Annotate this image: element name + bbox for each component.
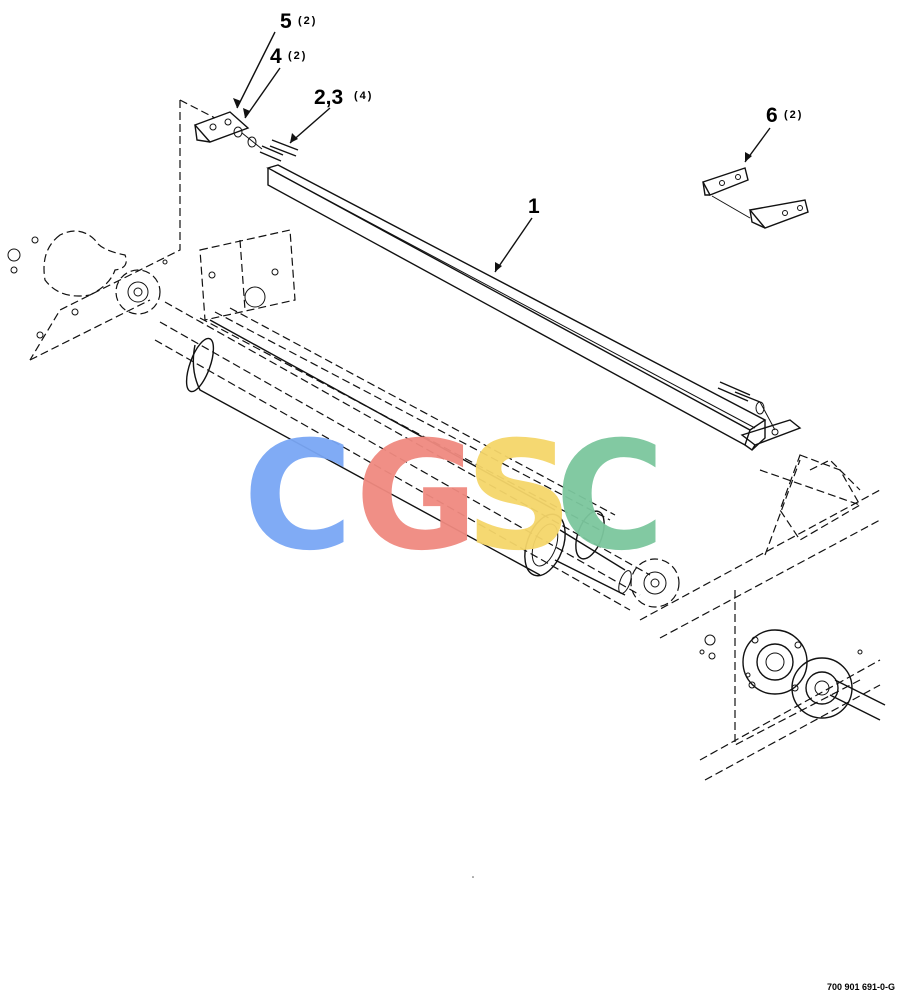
drawing-code: 700 901 691-0-G: [827, 982, 895, 992]
roller-drum: [185, 319, 566, 577]
left-end-bracket: [193, 111, 250, 143]
bracket-part-6: [701, 167, 809, 229]
callout-4: 4 (2): [270, 45, 307, 68]
watermark-letter: C: [243, 410, 353, 584]
left-side-bracket: [162, 229, 296, 321]
left-frame-plate: [7, 99, 216, 361]
top-bar-part-1: [266, 164, 767, 451]
callout-1: 1: [528, 195, 540, 218]
callout-qty: (2): [784, 109, 803, 121]
callout-2-3: 2,3 (4): [314, 86, 373, 109]
right-end-bracket: [717, 381, 802, 451]
bearing-flange-lower: [791, 657, 886, 721]
frame-holes: [699, 634, 863, 678]
right-frame: [639, 454, 881, 781]
callout-qty: (2): [288, 50, 307, 62]
callout-6: 6 (2): [766, 104, 803, 127]
callout-number: 1: [528, 195, 540, 218]
speck: [472, 876, 474, 878]
bearing-flange-upper: [742, 629, 808, 695]
callout-qty: (2): [298, 15, 317, 27]
callout-qty: (4): [354, 90, 373, 102]
watermark-letter: G: [355, 410, 478, 584]
roller-shaft: [154, 301, 651, 611]
watermark-letter: C: [555, 410, 665, 584]
callout-5: 5 (2): [280, 10, 317, 33]
right-sprocket: [630, 558, 680, 608]
watermark-letter: S: [465, 410, 573, 584]
callout-number: 6: [766, 104, 778, 127]
left-sprocket: [115, 269, 161, 315]
callout-number: 4: [270, 45, 282, 68]
callout-arrows: [233, 31, 771, 273]
right-shaft-segment: [554, 510, 632, 596]
callout-number: 2,3: [314, 86, 343, 109]
watermark-logo: C G S C: [243, 410, 665, 584]
callout-number: 5: [280, 10, 292, 33]
washers-and-bolts: [233, 126, 299, 162]
